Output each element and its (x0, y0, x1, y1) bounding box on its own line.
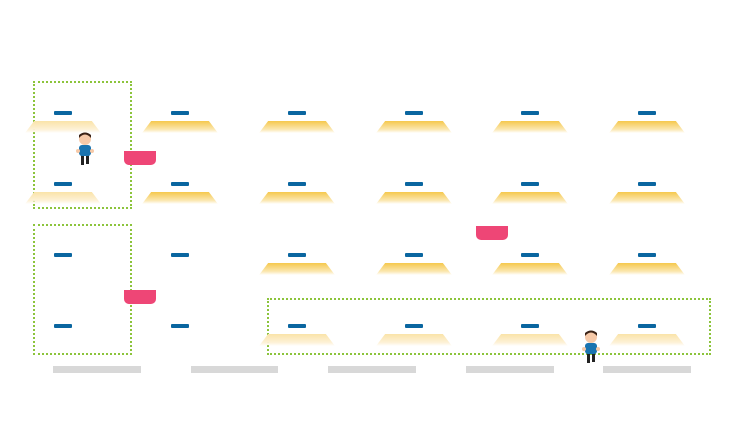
light-icon[interactable] (609, 334, 685, 346)
bench (466, 366, 554, 373)
marker-icon[interactable] (54, 111, 72, 115)
marker-icon[interactable] (171, 182, 189, 186)
light-icon[interactable] (492, 192, 568, 204)
light-icon[interactable] (376, 192, 452, 204)
light-icon[interactable] (259, 192, 335, 204)
door-icon[interactable] (124, 151, 156, 165)
marker-icon[interactable] (521, 182, 539, 186)
light-icon[interactable] (492, 121, 568, 133)
person-icon[interactable] (74, 131, 96, 167)
zone-2[interactable] (33, 224, 132, 355)
zone-3[interactable] (267, 298, 711, 355)
zone-1[interactable] (33, 81, 132, 209)
light-icon[interactable] (609, 192, 685, 204)
marker-icon[interactable] (405, 324, 423, 328)
marker-icon[interactable] (54, 182, 72, 186)
marker-icon[interactable] (638, 111, 656, 115)
marker-icon[interactable] (171, 111, 189, 115)
marker-icon[interactable] (521, 111, 539, 115)
person-icon[interactable] (580, 329, 602, 365)
marker-icon[interactable] (638, 182, 656, 186)
marker-icon[interactable] (171, 324, 189, 328)
light-icon[interactable] (142, 192, 218, 204)
marker-icon[interactable] (54, 324, 72, 328)
light-icon[interactable] (25, 192, 101, 204)
marker-icon[interactable] (638, 253, 656, 257)
light-icon[interactable] (376, 121, 452, 133)
marker-icon[interactable] (288, 182, 306, 186)
marker-icon[interactable] (171, 253, 189, 257)
marker-icon[interactable] (288, 324, 306, 328)
light-icon[interactable] (376, 263, 452, 275)
marker-icon[interactable] (521, 253, 539, 257)
light-icon[interactable] (609, 121, 685, 133)
marker-icon[interactable] (405, 111, 423, 115)
door-icon[interactable] (124, 290, 156, 304)
light-icon[interactable] (492, 263, 568, 275)
bench (328, 366, 416, 373)
bench (603, 366, 691, 373)
marker-icon[interactable] (405, 182, 423, 186)
door-icon[interactable] (476, 226, 508, 240)
marker-icon[interactable] (405, 253, 423, 257)
light-icon[interactable] (259, 263, 335, 275)
bench (53, 366, 141, 373)
light-icon[interactable] (259, 121, 335, 133)
marker-icon[interactable] (638, 324, 656, 328)
bench (191, 366, 278, 373)
marker-icon[interactable] (288, 111, 306, 115)
light-icon[interactable] (259, 334, 335, 346)
light-icon[interactable] (492, 334, 568, 346)
light-icon[interactable] (376, 334, 452, 346)
light-icon[interactable] (25, 121, 101, 133)
marker-icon[interactable] (288, 253, 306, 257)
light-icon[interactable] (609, 263, 685, 275)
marker-icon[interactable] (521, 324, 539, 328)
marker-icon[interactable] (54, 253, 72, 257)
light-icon[interactable] (142, 121, 218, 133)
